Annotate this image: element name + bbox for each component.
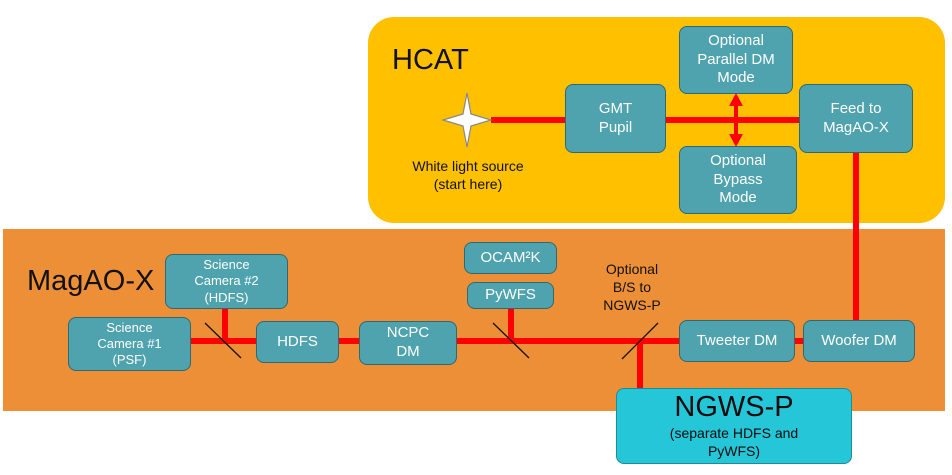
- optional-bypass-box: Optional Bypass Mode: [679, 146, 797, 214]
- ngws-p-title: NGWS-P: [674, 390, 794, 423]
- science-camera-1-box: Science Camera #1 (PSF): [68, 317, 191, 371]
- optional-parallel-dm-box: Optional Parallel DM Mode: [679, 26, 793, 94]
- feed-to-magao-x-box: Feed to MagAO-X: [799, 84, 913, 153]
- tweeter-dm-box: Tweeter DM: [679, 320, 795, 362]
- science-camera-2-box: Science Camera #2 (HDFS): [165, 254, 288, 309]
- white-light-source-label: White light source (start here): [412, 158, 524, 193]
- beam-splitter-pywfs: [492, 322, 530, 359]
- ngws-p-subtitle: (separate HDFS and PyWFS): [669, 424, 799, 459]
- beam-splitters: [204, 322, 659, 360]
- beam-splitter-cam2: [204, 322, 242, 359]
- ncpc-dm-box: NCPC DM: [359, 321, 457, 365]
- ocam2k-box: OCAM²K: [464, 242, 557, 274]
- gmt-pupil-box: GMT Pupil: [565, 84, 666, 153]
- ngws-p-box: NGWS-P (separate HDFS and PyWFS): [616, 388, 852, 464]
- beam-splitter-ngws: [621, 322, 659, 360]
- star-icon: [440, 92, 494, 148]
- hdfs-box: HDFS: [256, 321, 339, 363]
- bypass-double-arrow: [729, 93, 743, 147]
- magao-x-title: MagAO-X: [27, 265, 155, 297]
- optional-bs-label: Optional B/S to NGWS-P: [603, 261, 661, 314]
- pywfs-box: PyWFS: [467, 282, 554, 309]
- hcat-title: HCAT: [392, 44, 469, 76]
- woofer-dm-box: Woofer DM: [803, 320, 915, 362]
